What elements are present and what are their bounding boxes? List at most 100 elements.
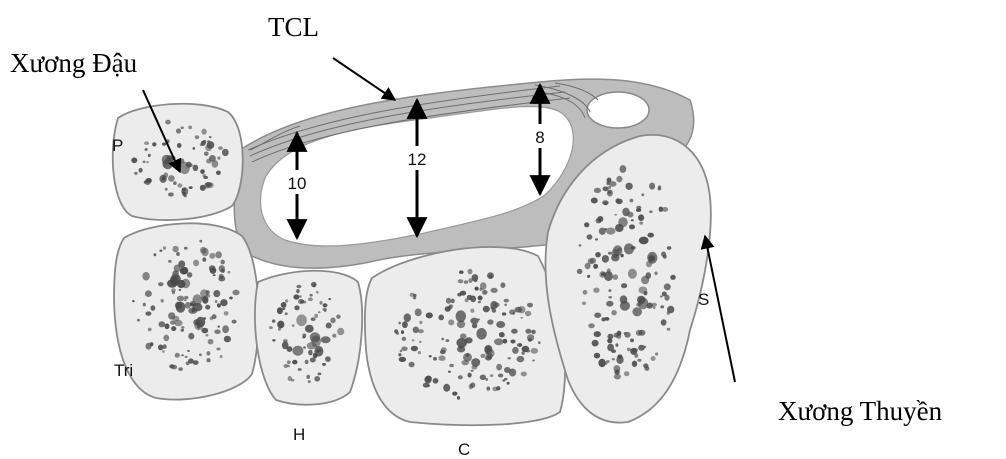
trabecular-pore (606, 228, 616, 235)
trabecular-pore (281, 302, 287, 308)
trabecular-pore (303, 346, 306, 349)
trabecular-pore (222, 149, 229, 156)
trabecular-pore (323, 303, 328, 307)
trabecular-pore (598, 359, 605, 367)
trabecular-pore (639, 237, 649, 245)
trabecular-pore (508, 357, 511, 359)
trabecular-pore (462, 360, 469, 365)
trabecular-pore (214, 330, 220, 335)
trabecular-pore (172, 291, 175, 294)
trabecular-pore (423, 383, 430, 388)
trabecular-pore (487, 319, 493, 324)
trabecular-pore (159, 321, 166, 327)
trabecular-pore (411, 346, 418, 352)
trabecular-pore (232, 290, 239, 296)
trabecular-pore (611, 310, 616, 315)
trabecular-pore (206, 334, 209, 337)
trabecular-pore (189, 186, 193, 189)
trabecular-pore (139, 168, 143, 173)
trabecular-pore (287, 360, 291, 364)
trabecular-pore (527, 303, 533, 308)
trabecular-pore (613, 274, 619, 280)
trabecular-pore (515, 307, 523, 313)
trabecular-pore (419, 321, 422, 324)
trabecular-pore (152, 142, 156, 146)
scaphoid-label: Xương Thuyền (778, 396, 943, 426)
trabecular-pore (220, 299, 227, 306)
trabecular-pore (313, 353, 318, 359)
trabecular-pore (446, 339, 450, 342)
trabecular-pore (277, 307, 283, 314)
trabecular-pore (215, 251, 222, 258)
trabecular-pore (293, 294, 299, 299)
trabecular-pore (456, 338, 467, 348)
trabecular-pore (162, 350, 165, 353)
trabecular-pore (148, 328, 152, 331)
trabecular-pore (433, 378, 439, 384)
trabecular-pore (296, 289, 299, 293)
trabecular-pore (132, 300, 134, 302)
trabecular-pore (643, 363, 648, 368)
trabecular-pore (594, 313, 601, 318)
trabecular-pore (144, 181, 147, 184)
trabecular-pore (628, 269, 637, 279)
trabecular-pore (285, 299, 288, 302)
trabecular-pore (429, 355, 432, 357)
trabecular-pore (577, 269, 583, 274)
trabecular-pore (632, 307, 642, 316)
trabecular-pore (587, 234, 593, 239)
trabecular-pore (480, 375, 486, 381)
trabecular-pore (630, 199, 634, 203)
measurement-middle-label: 12 (408, 150, 427, 169)
trabecular-pore (601, 317, 605, 321)
trabecular-pore (272, 319, 276, 322)
trabecular-pore (158, 345, 163, 351)
trabecular-pore (452, 392, 457, 396)
trabecular-pore (412, 339, 415, 341)
trabecular-pore (504, 299, 509, 303)
trabecular-pore (224, 311, 229, 316)
trabecular-pore (313, 284, 316, 287)
trabecular-pore (632, 361, 637, 367)
trabecular-pore (472, 274, 479, 281)
trabecular-pore (499, 332, 505, 337)
trabecular-pore (318, 373, 322, 376)
trabecular-pore (624, 371, 629, 376)
trabecular-pore (216, 348, 220, 351)
trabecular-pore (595, 238, 598, 240)
bone-letter-s: S (698, 290, 709, 309)
trabecular-pore (193, 260, 199, 267)
trabecular-pore (490, 374, 494, 377)
trabecular-pore (609, 289, 612, 292)
trabecular-pore (496, 321, 505, 328)
trabecular-pore (531, 330, 536, 335)
trabecular-pore (624, 243, 634, 254)
trabecular-pore (410, 293, 415, 297)
trabecular-pore (209, 136, 212, 138)
trabecular-pore (521, 372, 527, 377)
trabecular-pore (188, 126, 192, 130)
trabecular-pore (512, 347, 519, 354)
trabecular-pore (336, 315, 340, 319)
trabecular-pore (478, 296, 483, 301)
trabecular-pore (208, 339, 214, 345)
trabecular-pore (603, 186, 609, 191)
trabecular-pore (538, 341, 541, 344)
trabecular-pore (594, 353, 600, 359)
trabecular-pore (206, 351, 210, 355)
trabecular-pore (588, 323, 595, 328)
trabecular-pore (145, 290, 152, 297)
trabecular-pore (457, 293, 461, 297)
trabecular-pore (401, 347, 407, 352)
trabecular-pore (629, 224, 635, 229)
trabecular-pore (606, 360, 610, 363)
trabecular-pore (137, 319, 140, 322)
trabecular-pore (330, 317, 335, 323)
trabecular-pore (606, 301, 613, 307)
trabecular-pore (627, 348, 631, 352)
trabecular-pore (636, 206, 641, 209)
trabecular-pore (670, 275, 676, 280)
trabecular-pore (491, 288, 498, 293)
trabecular-pore (413, 296, 417, 299)
trabecular-pore (305, 325, 314, 333)
